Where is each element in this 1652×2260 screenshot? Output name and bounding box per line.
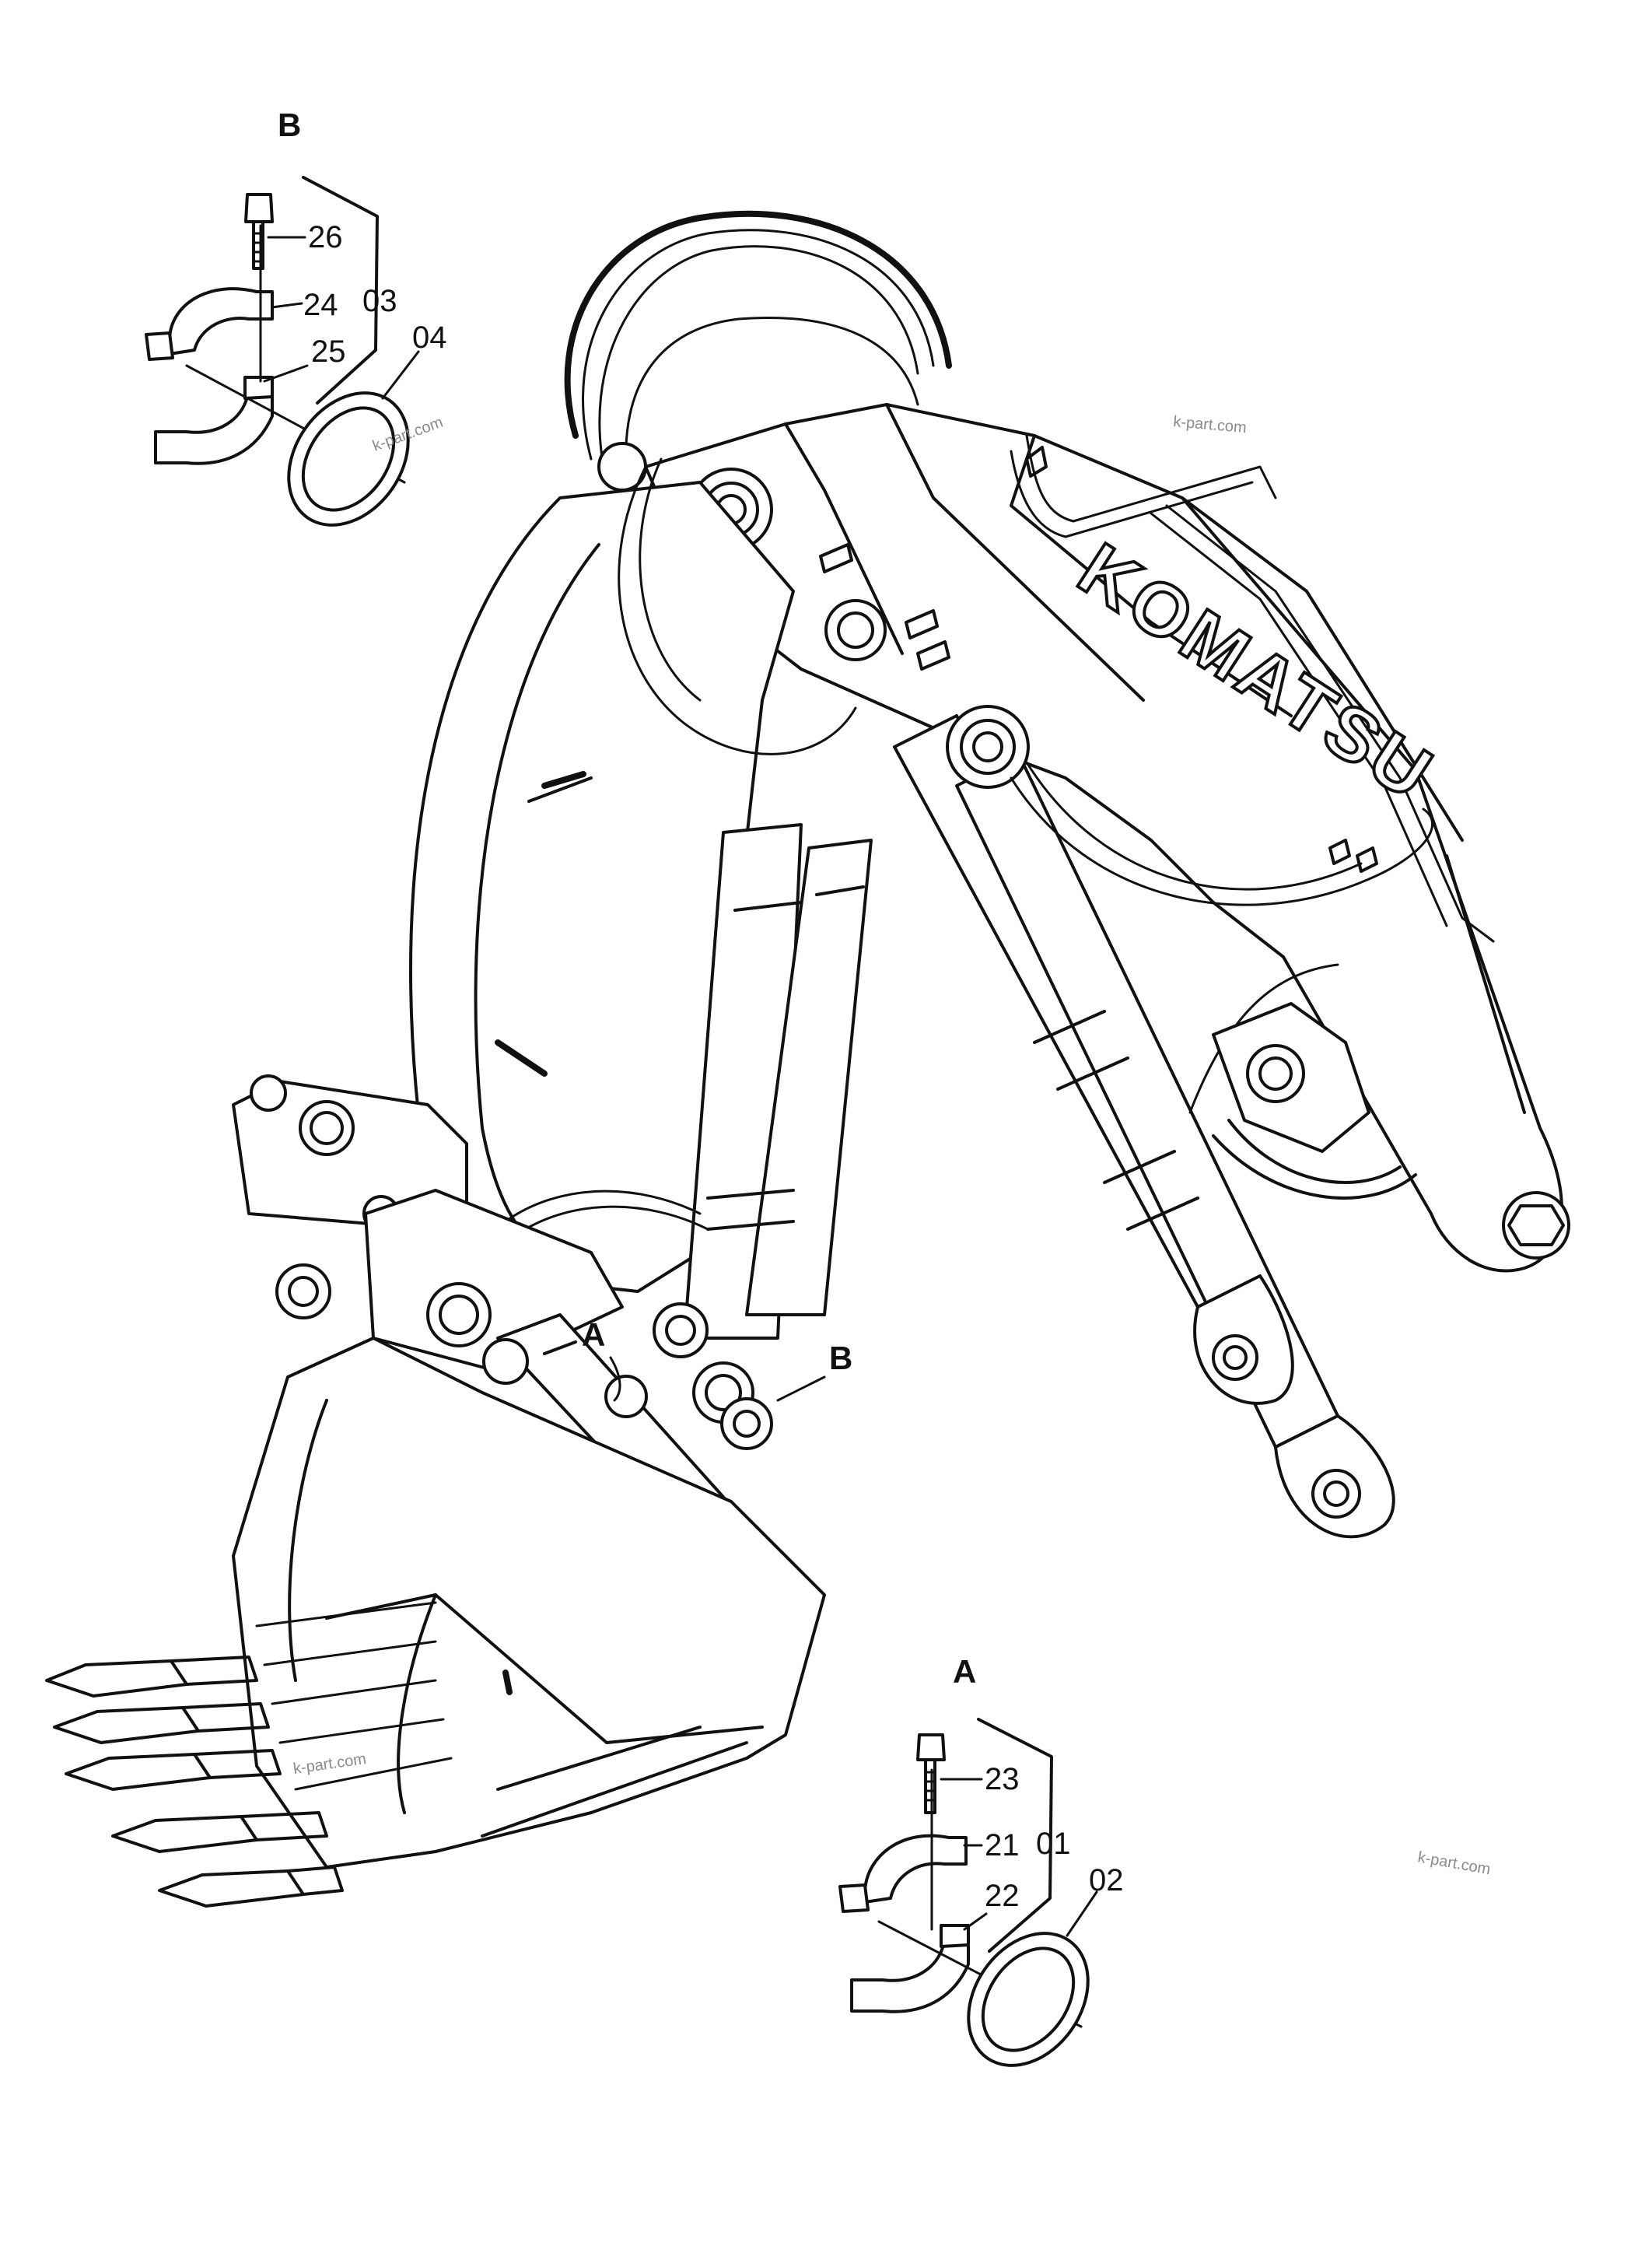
marker-a-label: A — [582, 1316, 605, 1353]
marker-b-label: B — [829, 1340, 852, 1376]
detail-b: B 26 24 25 03 04 — [145, 107, 447, 527]
callout-22: 22 — [985, 1879, 1020, 1913]
leader-04 — [381, 350, 420, 400]
bolt-icon — [244, 193, 274, 270]
bolt-icon — [916, 1733, 946, 1814]
bucket-cylinder — [683, 823, 873, 1340]
arm-tip-pins — [482, 1302, 773, 1450]
ring-icon — [287, 391, 410, 527]
boom-foot — [1212, 1002, 1417, 1200]
arm-hoses — [504, 434, 1495, 1239]
detail-a: A 23 21 22 01 02 — [838, 1653, 1124, 2067]
callout-25: 25 — [311, 335, 346, 369]
callout-26: 26 — [308, 220, 343, 254]
callout-01: 01 — [1036, 1827, 1071, 1861]
leader-22 — [963, 1912, 988, 1931]
callout-02: 02 — [1089, 1863, 1124, 1897]
leader-25 — [263, 364, 309, 383]
callout-23: 23 — [985, 1762, 1020, 1796]
excavator-arm-illustration: KOMATSU — [45, 210, 1570, 1908]
leader-02 — [1066, 1890, 1098, 1937]
boom-cylinders — [893, 714, 1395, 1539]
bucket — [232, 1337, 826, 1869]
watermark-4: k-part.com — [1416, 1848, 1492, 1878]
watermark-2: k-part.com — [1173, 413, 1248, 436]
arm — [409, 481, 795, 1293]
bucket-teeth — [45, 1656, 344, 1908]
bracket-01 — [977, 1718, 1053, 1953]
callout-04: 04 — [412, 321, 447, 355]
clamp-icon — [838, 1834, 970, 2013]
callout-24: 24 — [303, 288, 338, 322]
marker-a-leader — [609, 1356, 621, 1402]
detail-b-title: B — [278, 107, 301, 143]
hose-loop — [564, 210, 952, 484]
detail-a-title: A — [953, 1653, 976, 1690]
main-view-markers: A B — [582, 1316, 852, 1402]
clamp-icon — [145, 287, 274, 465]
callout-21: 21 — [985, 1828, 1020, 1862]
leader-24 — [271, 302, 303, 309]
marker-b-leader — [776, 1375, 826, 1402]
callout-03: 03 — [362, 284, 397, 318]
bracket-03 — [302, 176, 379, 405]
ring-icon — [967, 1932, 1090, 2067]
